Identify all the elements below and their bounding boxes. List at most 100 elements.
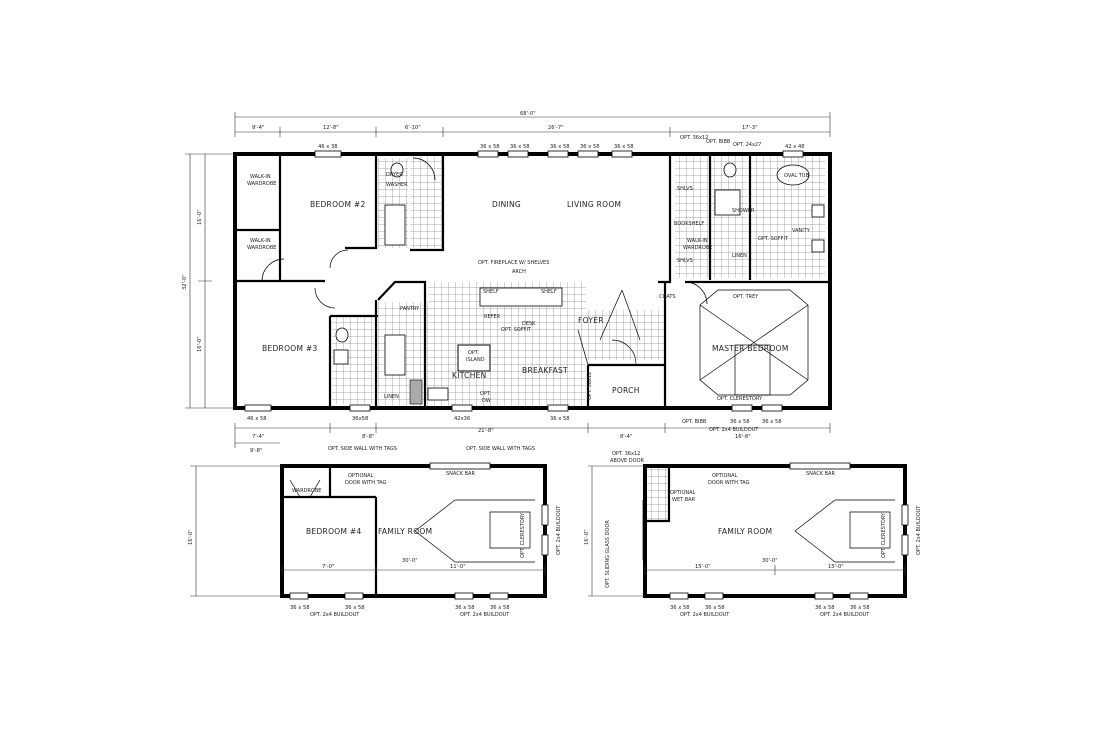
addition-b: FAMILY ROOM OPTIONAL DOOR WITH TAG SNACK… [584, 462, 922, 618]
win-label-fa-4: 36 x 58 [490, 605, 510, 611]
win-label-top-1: 46 x 38 [318, 144, 338, 150]
label-optional-door-4: DOOR WITH TAG [708, 480, 750, 486]
addition-a-vault [414, 499, 535, 563]
label-linen-2: LINEN [384, 394, 399, 400]
label-refer: REFER [484, 314, 501, 320]
win-label-bot-2: 36x58 [352, 416, 368, 422]
room-foyer: FOYER [578, 316, 604, 325]
door-swing-bath [412, 157, 436, 181]
window-fb-3 [814, 592, 834, 600]
room-bedroom-3: BEDROOM #3 [262, 344, 318, 353]
dim-top-4: 26'-7" [548, 125, 564, 131]
label-shelves-2: SHLVS [677, 258, 693, 264]
tile-wet-bar [647, 468, 669, 521]
window-fb-side-1 [901, 504, 909, 526]
window-top-4 [547, 150, 569, 158]
win-label-fa-2: 36 x 58 [345, 605, 365, 611]
dim-left-2: 16'-0" [197, 336, 203, 352]
dim-lines-addition-b-left [588, 465, 645, 597]
label-oval-tub: OVAL TUB [784, 173, 809, 179]
label-shower: SHOWER [732, 208, 755, 214]
snack-bar-b [789, 462, 851, 470]
room-bedroom-4: BEDROOM #4 [306, 527, 362, 536]
dim-overall-depth: 32'-0" [182, 274, 188, 290]
tub-bath3 [384, 334, 406, 376]
window-top-6 [611, 150, 633, 158]
win-label-bot-4: 36 x 58 [550, 416, 570, 422]
window-bot-3 [451, 404, 473, 412]
label-above-door-1: OPT. 36x12 [612, 451, 640, 457]
room-master: MASTER BEDROOM [712, 344, 789, 353]
label-walkin-2: WALK-IN [250, 238, 271, 244]
label-wardrobe-4: WARDROBE [292, 488, 321, 494]
room-living: LIVING ROOM [567, 200, 621, 209]
dim-fam-b-2: 30'-0" [762, 558, 778, 564]
addition-a: BEDROOM #4 FAMILY ROOM WARDROBE OPTIONAL… [188, 462, 562, 618]
dim-bot-2: 8'-8" [362, 434, 374, 440]
label-buildout-1: OPT. 2x4 BUILDOUT [709, 427, 759, 433]
label-sliding-door-main: OPT. 36x12 [587, 372, 593, 400]
room-family-a: FAMILY ROOM [378, 527, 432, 536]
dim-bot-3: 21'-8" [478, 428, 494, 434]
window-fb-side-2 [901, 534, 909, 556]
label-pantry: PANTRY [400, 306, 420, 312]
window-fa-2 [344, 592, 364, 600]
wall-master-bath [658, 154, 672, 284]
label-shelf-2: SHELF [541, 289, 557, 295]
wall-bed2-right [345, 154, 378, 250]
win-label-fb-1: 36 x 58 [670, 605, 690, 611]
label-opt-24x27: OPT. 24x27 [733, 142, 761, 148]
label-coats: COATS [659, 294, 676, 300]
dim-left-1: 16'-0" [197, 209, 203, 225]
range [409, 379, 423, 405]
label-linen-1: LINEN [732, 253, 747, 259]
window-top-3 [507, 150, 529, 158]
label-snack-bar-1: SNACK BAR [446, 471, 475, 477]
dim-fam-depth-a: 16'-0" [188, 529, 194, 545]
label-bibb-1: OPT. BIBB [682, 419, 707, 425]
sink-bath3 [333, 349, 349, 365]
tub-bath2 [384, 204, 406, 246]
label-optional-door-1: OPTIONAL [348, 473, 374, 479]
label-buildout-a-side: OPT. 2x4 BUILDOUT [556, 505, 562, 555]
label-buildout-a-2: OPT. 2x4 BUILDOUT [460, 612, 510, 618]
label-arch: ARCH [512, 269, 526, 275]
tile-hall-bath [410, 156, 442, 248]
window-fa-3 [454, 592, 474, 600]
main-floor-plan: BEDROOM #2 BEDROOM #3 DINING LIVING ROOM… [182, 111, 832, 464]
win-label-fb-3: 36 x 58 [815, 605, 835, 611]
dim-top-2: 12'-8" [323, 125, 339, 131]
oval-tub [776, 164, 810, 186]
wardrobe-doors [289, 479, 321, 498]
label-soffit: OPT. SOFFIT [501, 327, 532, 333]
win-label-bot-3: 42x36 [454, 416, 470, 422]
label-opt-36x12-top: OPT. 36x12 [680, 135, 708, 141]
sink-1 [811, 204, 825, 218]
dim-fam-a-3: 11'-0" [450, 564, 466, 570]
foyer-vault [599, 289, 641, 341]
dim-top-5: 17'-3" [742, 125, 758, 131]
label-side-wall-2: OPT. SIDE WALL WITH TAGS [466, 446, 535, 452]
dim-lines-addition-a [281, 565, 546, 575]
label-optional-door-2: DOOR WITH TAG [345, 480, 387, 486]
dim-lines-top [234, 112, 831, 137]
label-bookshelf: BOOKSHELF [674, 221, 704, 227]
room-porch: PORCH [612, 386, 640, 395]
dim-bot-6: 9'-8" [250, 448, 262, 454]
dim-fam-a-2: 30'-0" [402, 558, 418, 564]
dim-lines-addition-b [644, 565, 906, 575]
window-fb-4 [849, 592, 869, 600]
label-opt-dw: OPT. [480, 391, 491, 397]
window-fa-1 [289, 592, 309, 600]
snack-bar-a [429, 462, 491, 470]
label-snack-bar-2: SNACK BAR [806, 471, 835, 477]
door-swing-entry [611, 339, 637, 365]
win-label-bot-1: 46 x 58 [247, 416, 267, 422]
win-label-top-7: 42 x 48 [785, 144, 805, 150]
label-wardrobe-3: WARDROBE [683, 245, 712, 251]
toilet-bath2 [390, 162, 404, 178]
label-walkin-3: WALK-IN [687, 238, 708, 244]
dim-bot-1: 7'-4" [252, 434, 264, 440]
door-swing-2 [329, 249, 349, 269]
